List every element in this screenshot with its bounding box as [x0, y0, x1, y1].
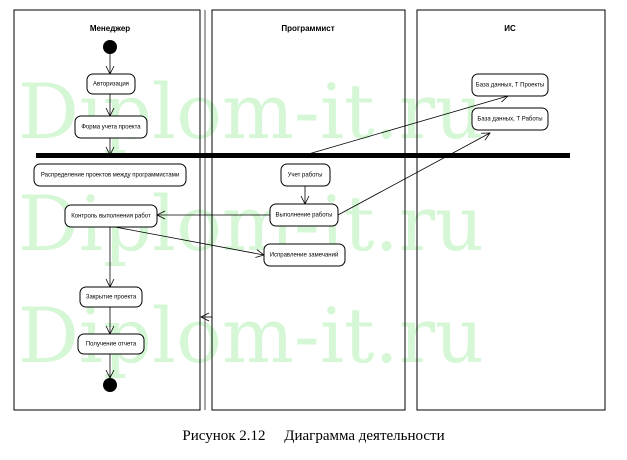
- activity-get-report: Получение отчета: [77, 333, 145, 355]
- activity-control: Контроль выполнения работ: [64, 204, 158, 228]
- activity-perform-work: Выполнение работы: [269, 203, 339, 227]
- svg-text:База данных, Т Проекты: База данных, Т Проекты: [476, 83, 544, 89]
- svg-text:Форма учета проекта: Форма учета проекта: [81, 125, 141, 131]
- activity-db-projects: База данных, Т Проекты: [471, 73, 549, 97]
- end-node: [103, 378, 117, 392]
- svg-text:Получение отчета: Получение отчета: [86, 342, 137, 348]
- swimlane-manager: [13, 9, 201, 411]
- fork-bar: [36, 153, 570, 158]
- svg-text:База данных, Т Работы: База данных, Т Работы: [477, 117, 542, 123]
- lane-title-manager: Менеджер: [90, 24, 130, 33]
- activity-track-work: Учет работы: [280, 163, 331, 187]
- lane-title-programmer: Программист: [281, 24, 334, 33]
- svg-text:Исправление замечаний: Исправление замечаний: [270, 252, 339, 259]
- activity-distribute: Распределение проектов между программист…: [33, 163, 187, 187]
- svg-text:Распределение проектов между п: Распределение проектов между программист…: [41, 173, 179, 179]
- svg-text:Учет работы: Учет работы: [288, 173, 323, 179]
- swimlane-is: [416, 9, 606, 411]
- svg-text:Закрытие проекта: Закрытие проекта: [86, 295, 137, 301]
- activity-db-works: База данных, Т Работы: [471, 107, 549, 131]
- activity-auth: Авторизация: [86, 73, 136, 95]
- activity-fix-remarks: Исправление замечаний: [263, 243, 346, 267]
- swimlane-programmer: [211, 9, 406, 411]
- svg-text:Выполнение работы: Выполнение работы: [276, 213, 333, 219]
- activity-project-form: Форма учета проекта: [74, 115, 148, 139]
- figure-caption: Рисунок 2.12 Диаграмма деятельности: [182, 428, 445, 444]
- lane-title-is: ИС: [504, 24, 516, 33]
- start-node: [103, 40, 117, 54]
- svg-text:Авторизация: Авторизация: [93, 82, 129, 88]
- activity-close-project: Закрытие проекта: [79, 286, 143, 308]
- svg-text:Контроль выполнения работ: Контроль выполнения работ: [71, 214, 151, 220]
